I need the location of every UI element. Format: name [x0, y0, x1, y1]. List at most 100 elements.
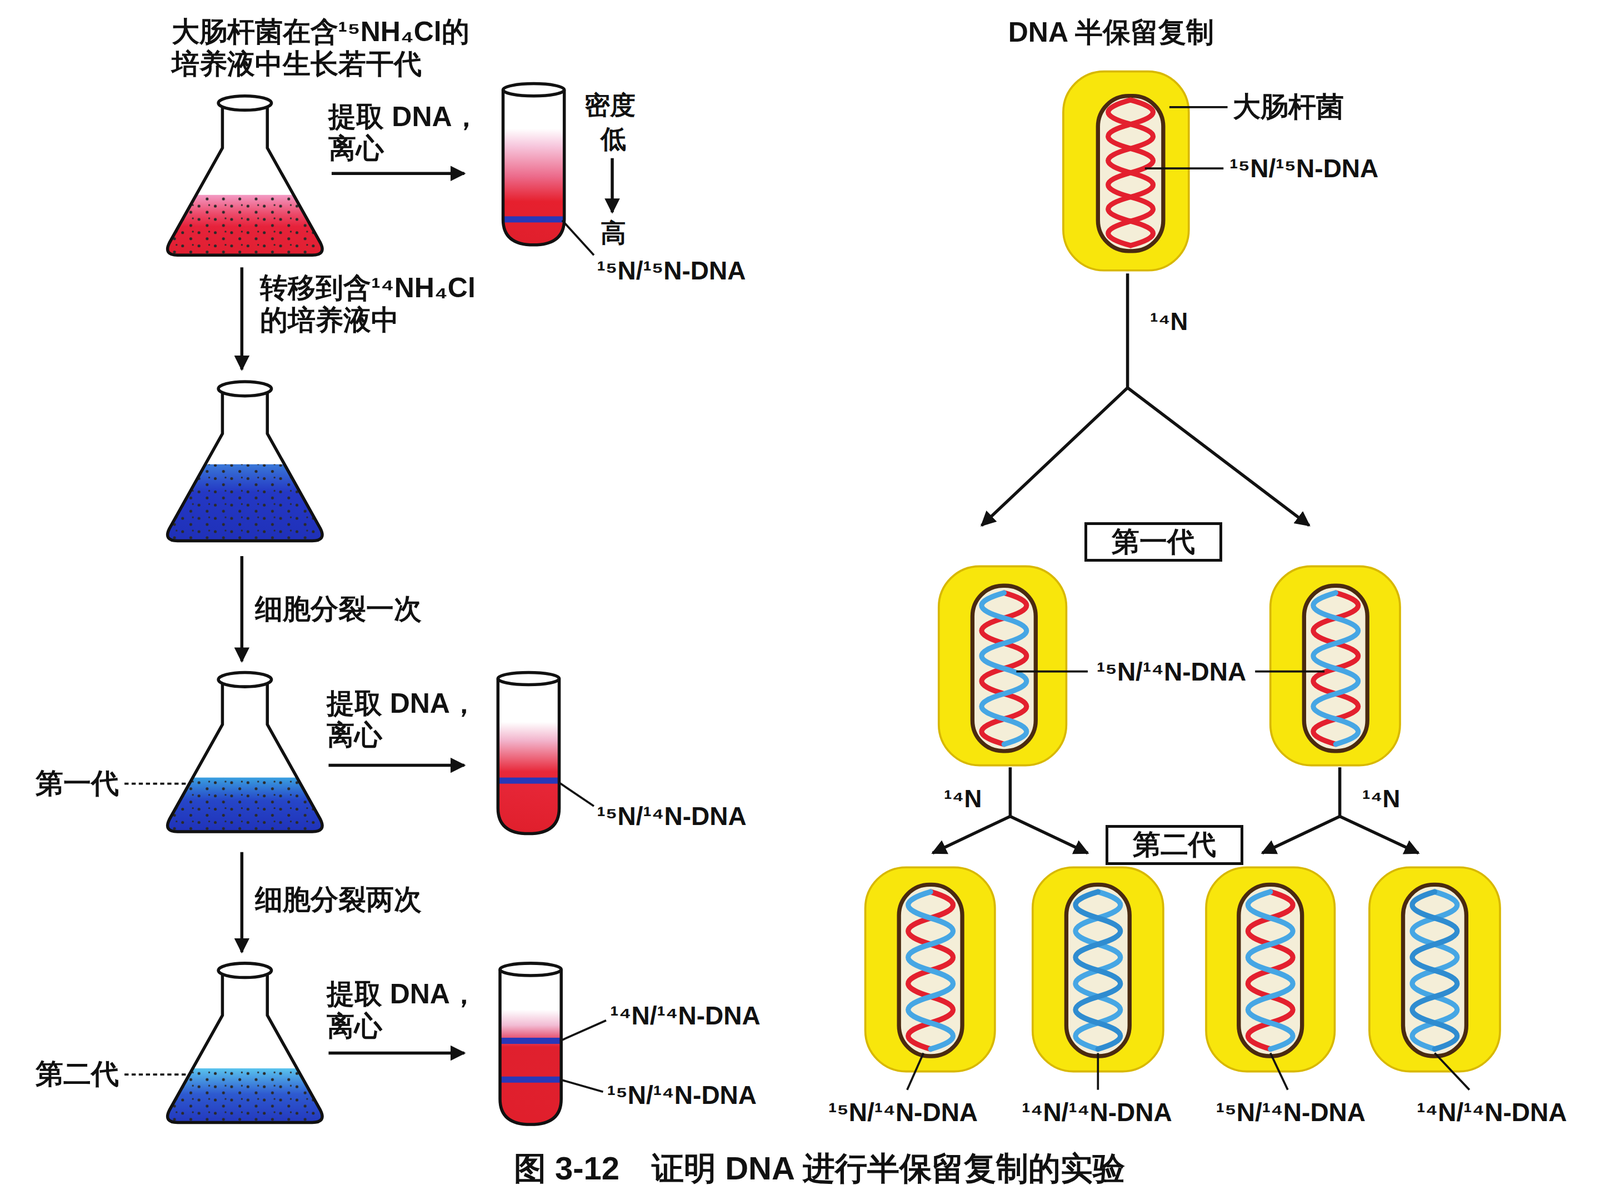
leader-line — [1016, 670, 1088, 673]
bacteria-dots — [153, 777, 338, 835]
cell-halo — [1270, 566, 1400, 765]
bacterium-body — [1238, 884, 1303, 1057]
replication-arrow — [1340, 816, 1419, 853]
process-arrow — [240, 267, 244, 370]
bacterium-body — [898, 884, 963, 1057]
dna-strand-14n — [1412, 891, 1458, 1049]
annotation-label: ¹⁴N/¹⁴N-DNA — [1416, 1097, 1567, 1128]
cell-halo — [1032, 867, 1164, 1072]
dna-strand-15n — [1108, 100, 1154, 246]
annotation-label: ¹⁵N/¹⁴N-DNA — [1216, 1097, 1366, 1128]
replication-stem — [1126, 273, 1130, 388]
box-label: 第二代 — [1132, 828, 1217, 862]
medium-14n — [153, 464, 338, 544]
bacteria-dots — [153, 195, 338, 259]
process-arrow — [240, 556, 244, 662]
replication-arrow — [1262, 816, 1340, 853]
dna-band — [498, 777, 559, 784]
culture-medium — [153, 777, 338, 835]
tube-outline — [503, 90, 565, 245]
leader-line — [560, 1079, 603, 1092]
dna-strand-15n — [1108, 100, 1154, 246]
flask — [153, 96, 338, 259]
leader-line — [562, 220, 594, 255]
flask-rim — [218, 381, 272, 397]
dna-strand-14n — [1247, 891, 1293, 1049]
bacterium-body — [1066, 884, 1130, 1057]
dna-strand-14n — [1412, 891, 1458, 1049]
annotation-label: DNA 半保留复制 — [1008, 16, 1214, 49]
annotation-label: 提取 DNA， 离心 — [328, 100, 501, 165]
annotation-label: ¹⁵N/¹⁴N-DNA — [607, 1080, 757, 1110]
tube-outline — [500, 969, 562, 1125]
replication-stem — [1338, 767, 1342, 817]
annotation-label: ¹⁴N — [943, 785, 982, 814]
replication-arrow — [932, 816, 1011, 853]
cell-halo — [1369, 867, 1500, 1072]
flask — [153, 381, 338, 544]
medium-14n — [153, 1068, 338, 1126]
centrifuge-tube — [503, 83, 565, 245]
annotation-label: ¹⁵N/¹⁴N-DNA — [596, 801, 747, 832]
second-generation-cell — [865, 867, 995, 1072]
flask-rim — [218, 963, 272, 978]
replication-arrow — [981, 387, 1128, 526]
annotation-label: 第二代 — [35, 1058, 119, 1091]
dna-strand-14n — [1313, 592, 1359, 744]
generation-box: 第一代 — [1084, 522, 1223, 563]
leader-line — [1434, 1053, 1469, 1090]
bacteria-dots — [153, 1068, 338, 1126]
box-label: 第一代 — [1111, 526, 1195, 559]
cell-halo — [1206, 867, 1335, 1072]
annotation-label: ¹⁴N — [1150, 307, 1188, 336]
dna-strand-15n — [981, 592, 1027, 744]
annotation-label: ¹⁵N/¹⁴N-DNA — [828, 1097, 978, 1128]
tube-outline — [497, 678, 559, 834]
cell-halo — [938, 566, 1067, 765]
dashed-pointer — [124, 782, 187, 785]
second-generation-cell — [1369, 867, 1500, 1072]
tube-rim — [500, 963, 562, 976]
tube-content — [503, 90, 565, 245]
dashed-pointer — [124, 1073, 187, 1076]
flask-outline — [167, 679, 323, 832]
first-generation-cell — [1270, 566, 1400, 765]
annotation-label: ¹⁴N/¹⁴N-DNA — [1021, 1097, 1172, 1128]
flask-rim — [218, 672, 272, 687]
centrifuge-tube — [497, 672, 559, 834]
annotation-label: 大肠杆菌 — [1232, 91, 1344, 124]
figure-caption: 图 3-12 证明 DNA 进行半保留复制的实验 — [513, 1150, 1125, 1188]
process-arrows — [241, 158, 613, 1054]
flask — [153, 672, 338, 835]
dna-strand-14n — [1075, 891, 1121, 1049]
dna-strand-14n — [981, 592, 1027, 744]
density-arrow — [610, 158, 614, 213]
process-arrow — [328, 763, 464, 768]
leader-line — [1270, 1053, 1288, 1090]
bacterium-body — [1403, 884, 1467, 1057]
flask-rim — [218, 96, 272, 111]
replication-arrows — [932, 273, 1419, 853]
annotation-label: 高 — [600, 217, 627, 248]
annotation-label: ¹⁴N — [1362, 785, 1400, 814]
annotation-label: 大肠杆菌在含¹⁵NH₄Cl的 培养液中生长若干代 — [171, 16, 470, 80]
medium-14n — [153, 777, 338, 835]
flask-outline — [167, 388, 323, 542]
annotation-label: 细胞分裂两次 — [255, 883, 422, 917]
annotation-label: 低 — [600, 123, 627, 154]
dna-strand-15n — [908, 891, 954, 1049]
leader-lines — [124, 220, 607, 1093]
bacterium-body — [1303, 585, 1368, 752]
annotation-label: 细胞分裂一次 — [255, 593, 422, 626]
annotation-label: ¹⁵N/¹⁵N-DNA — [596, 255, 746, 285]
annotation-label: 第一代 — [35, 767, 119, 800]
dna-strand-14n — [908, 891, 954, 1049]
replication-arrow — [1010, 816, 1088, 853]
generation-box: 第二代 — [1105, 825, 1244, 865]
replication-arrow — [1127, 387, 1310, 526]
culture-medium — [153, 1068, 338, 1126]
annotation-label: 密度 — [584, 90, 636, 120]
second-generation-cell — [1206, 867, 1335, 1072]
tube-content — [500, 969, 562, 1125]
leader-line — [559, 782, 594, 807]
